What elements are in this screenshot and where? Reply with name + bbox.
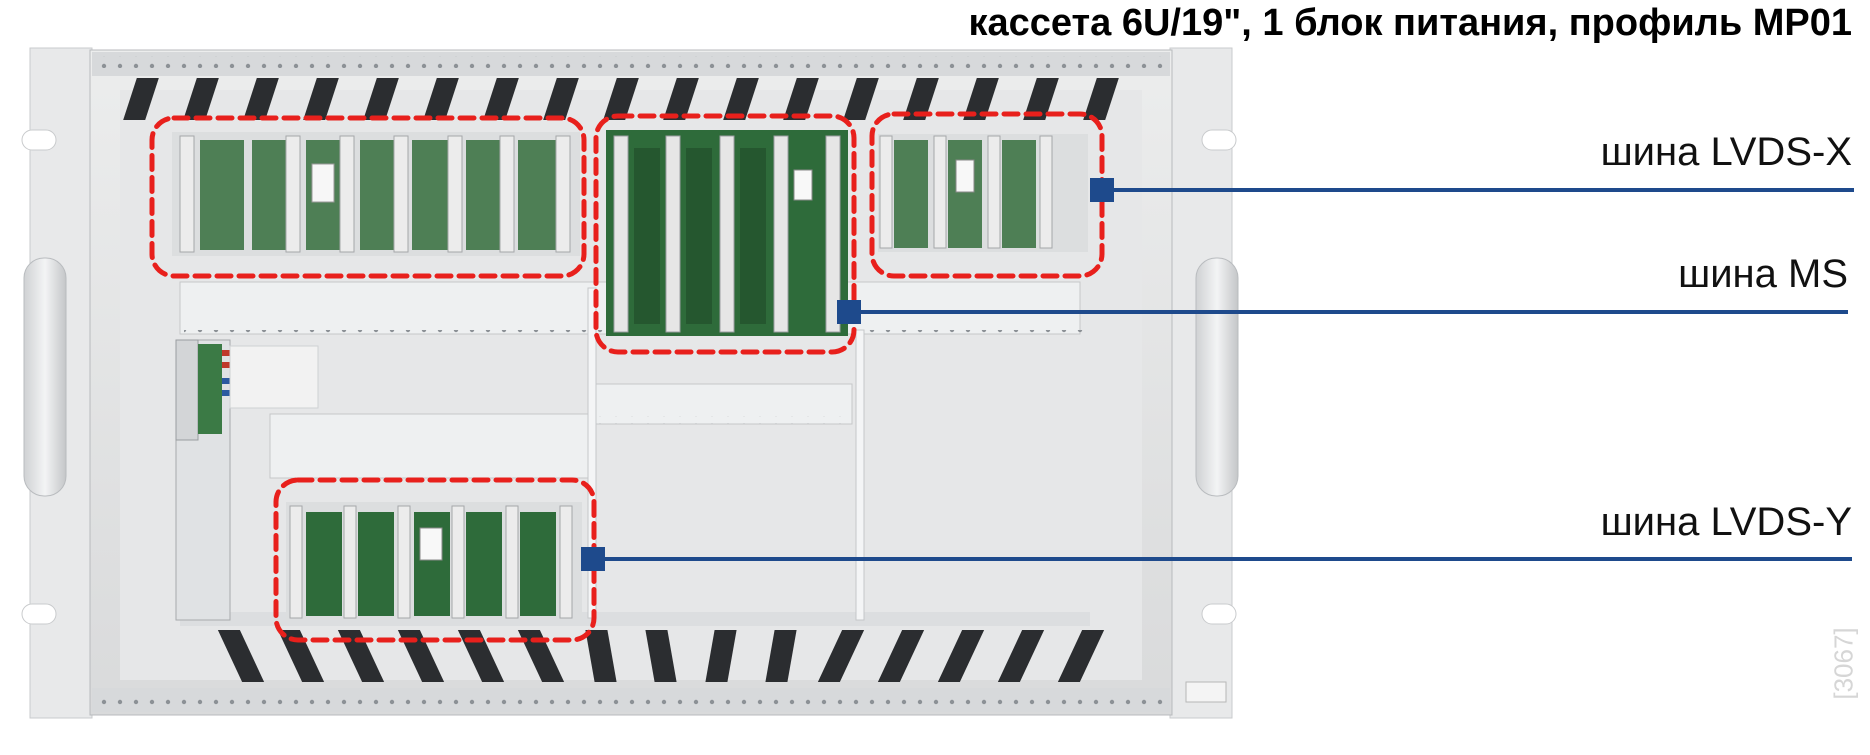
right-mounting-ear [1169,47,1239,719]
lvds-y-marker-icon [581,547,605,571]
reference-id: [3067] [1828,627,1859,700]
lvds-x-marker-icon [1090,178,1114,202]
lvds-y-label: шина LVDS-Y [1600,500,1852,544]
left-mounting-ear [21,47,93,719]
power-supply-unit [175,339,319,621]
lvds-x-highlight-left [149,115,587,279]
bottom-card-guides [217,630,1105,682]
top-card-guides [123,78,1119,120]
ms-marker-icon [837,300,861,324]
lvds-x-backplane-left [172,132,580,256]
ms-backplane [606,130,848,336]
page-title: кассета 6U/19", 1 блок питания, профиль … [968,2,1853,44]
lvds-x-backplane-right [878,134,1088,252]
lvds-y-backplane [286,502,582,620]
bottom-rail [92,681,1227,712]
top-rail [92,52,1170,76]
lvds-x-label: шина LVDS-X [1600,130,1852,174]
ms-label: шина MS [1678,252,1848,296]
ms-highlight [593,113,857,355]
